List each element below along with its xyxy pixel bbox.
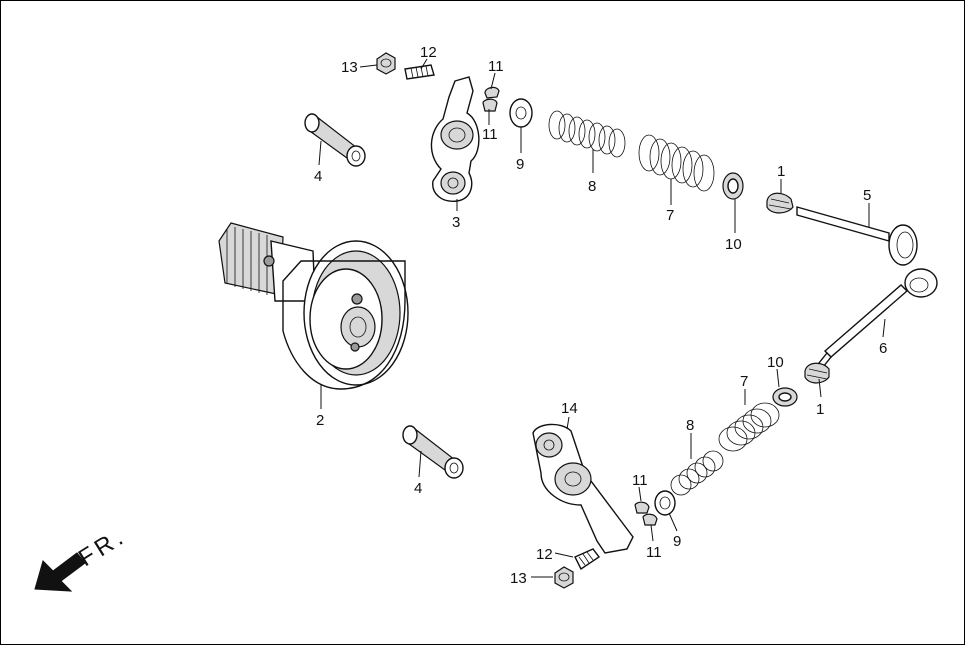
callout-9-bottom: 9: [673, 533, 681, 550]
callout-5: 5: [863, 187, 871, 204]
callout-11-bottom-b: 11: [646, 544, 662, 561]
part-lock-nut-bottom: [554, 566, 574, 589]
callout-6: 6: [879, 340, 887, 357]
part-inner-spring-top: [548, 110, 626, 158]
callout-13-top: 13: [341, 59, 358, 76]
callout-9-top: 9: [516, 156, 524, 173]
front-arrow-icon: [34, 552, 86, 592]
part-spring-seat-top: [722, 172, 744, 200]
part-rocker-shaft-bottom: [402, 425, 464, 479]
part-adjusting-screw-bottom: [574, 548, 601, 571]
callout-14: 14: [561, 400, 578, 417]
front-indicator: FR.: [34, 522, 131, 592]
callout-3: 3: [452, 214, 460, 231]
part-rocker-shaft-top: [304, 113, 366, 167]
part-valve-cotter-bottom: [634, 501, 658, 526]
part-outer-spring-bottom: [718, 402, 780, 452]
part-intake-valve: [818, 268, 938, 369]
callout-1-top: 1: [777, 163, 785, 180]
callout-4-bottom: 4: [414, 480, 422, 497]
callout-11-top-b: 11: [482, 126, 498, 143]
part-spring-retainer-top: [509, 98, 533, 128]
callout-12-bottom: 12: [536, 546, 553, 563]
part-stem-seal-top: [766, 192, 794, 214]
part-rocker-arm-top: [430, 76, 480, 202]
part-lock-nut-top: [376, 52, 396, 75]
callout-11-bottom-a: 11: [632, 472, 648, 489]
part-spring-retainer-bottom: [654, 490, 676, 516]
part-outer-spring-top: [638, 134, 715, 192]
callout-10-top: 10: [725, 236, 742, 253]
callout-7-top: 7: [666, 207, 674, 224]
part-camshaft-assembly: [218, 222, 409, 390]
callout-8-bottom: 8: [686, 417, 694, 434]
callout-10-bottom: 10: [767, 354, 784, 371]
part-valve-cotter-top: [482, 86, 500, 112]
part-rocker-arm-bottom: [532, 423, 634, 554]
front-label: FR.: [74, 522, 131, 572]
callout-labels: 13 12 11 11 9 8 7 10 1 5 6 4 3 2 10 7 1 …: [314, 44, 887, 587]
callout-8-top: 8: [588, 178, 596, 195]
callout-13-bottom: 13: [510, 570, 527, 587]
part-exhaust-valve: [796, 206, 918, 266]
callout-11-top-a: 11: [488, 58, 504, 75]
part-stem-seal-bottom: [804, 362, 830, 384]
part-spring-seat-bottom: [772, 387, 798, 407]
callout-2: 2: [316, 412, 324, 429]
part-adjusting-screw-top: [404, 64, 435, 80]
callout-12-top: 12: [420, 44, 437, 61]
callout-7-bottom: 7: [740, 373, 748, 390]
callout-4-top: 4: [314, 168, 322, 185]
callout-1-bottom: 1: [816, 401, 824, 418]
leader-lines: [318, 58, 886, 578]
part-inner-spring-bottom: [670, 450, 724, 496]
